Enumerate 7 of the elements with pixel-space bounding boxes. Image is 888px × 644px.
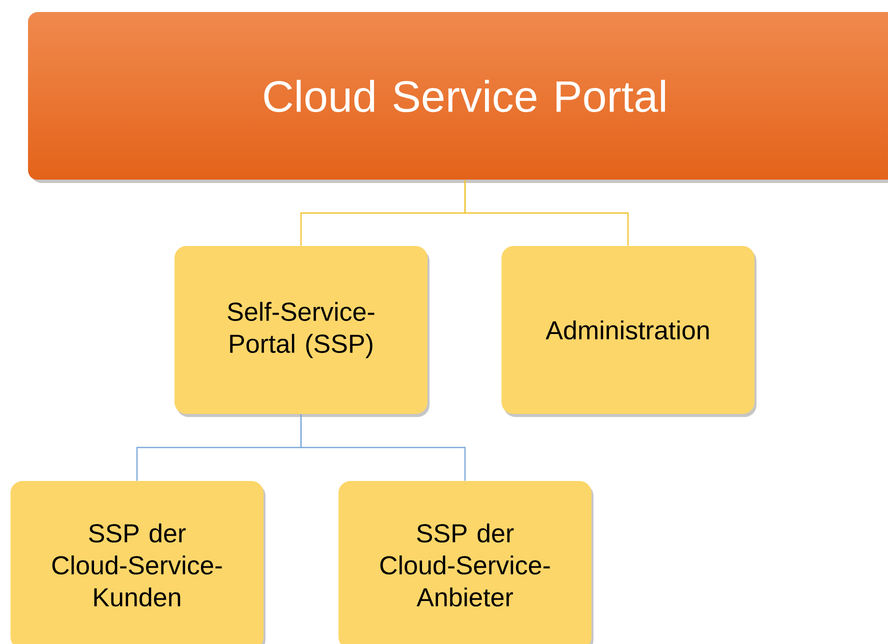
process-box: Administration	[502, 246, 756, 417]
connector-line	[300, 414, 466, 481]
process-box: SSP der Cloud-Service-Kunden	[10, 481, 266, 644]
process-box: Self-Service-Portal (SSP)	[174, 246, 430, 417]
connector-line	[464, 180, 629, 246]
title-banner: Cloud Service Portal	[28, 12, 888, 183]
process-box: SSP der Cloud-Service-Anbieter	[338, 481, 594, 644]
